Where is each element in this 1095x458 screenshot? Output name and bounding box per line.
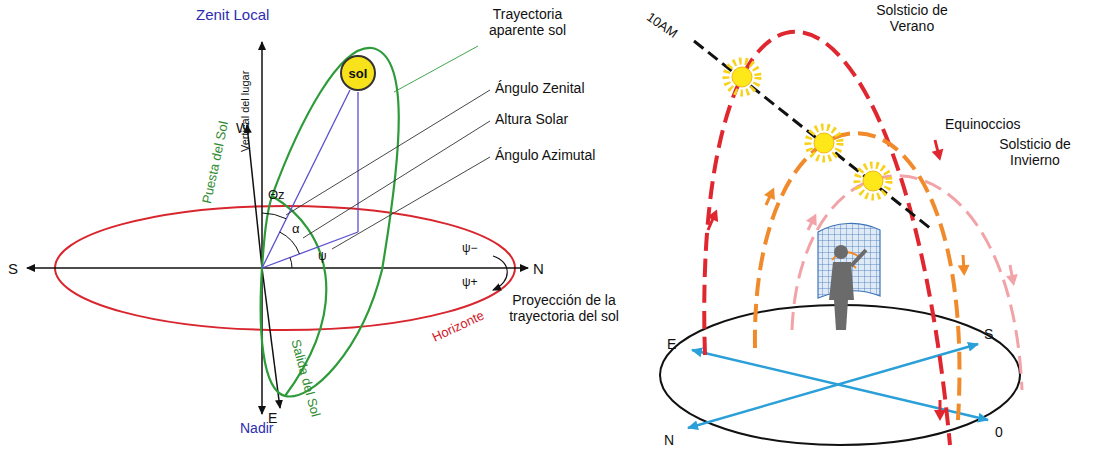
angle-sign: ψ+ bbox=[462, 276, 478, 290]
altitude-label: Altura Solar bbox=[495, 111, 568, 127]
leader-lines bbox=[286, 46, 490, 249]
season-label: Solsticio de Invierno bbox=[982, 136, 1088, 168]
zenith-angle-label: Ángulo Zenital bbox=[495, 80, 585, 96]
horizon-label: Horizonte bbox=[430, 308, 487, 345]
vertical-label: Vertical del lugar bbox=[239, 71, 252, 152]
south-label: S bbox=[8, 260, 18, 277]
angle-sign: ψ− bbox=[462, 242, 478, 256]
axes bbox=[27, 42, 528, 414]
sunset-label: Puesta del Sol bbox=[200, 120, 232, 205]
angle-symbol: α bbox=[292, 222, 300, 237]
projection-label: Proyección de la trayectoria del sol bbox=[498, 292, 630, 324]
arc-arrows bbox=[708, 140, 1013, 416]
zero-label: 0 bbox=[995, 424, 1003, 440]
east-label: E bbox=[667, 336, 676, 352]
time-label: 10AM bbox=[643, 10, 679, 42]
sun-circle: sol bbox=[340, 55, 376, 91]
angle-arcs bbox=[262, 213, 300, 268]
sun-label: sol bbox=[349, 66, 368, 81]
north-label: N bbox=[533, 260, 544, 277]
summer-arc bbox=[704, 32, 950, 445]
ten-am-line bbox=[694, 41, 930, 228]
west-label: W bbox=[236, 120, 249, 136]
nadir-label: Nadir bbox=[240, 420, 273, 436]
angle-symbol: Θz bbox=[268, 188, 285, 203]
equinox-arc bbox=[755, 133, 960, 420]
angle-symbol: ψ bbox=[318, 250, 327, 264]
azimuth-sign-arrow bbox=[493, 256, 507, 290]
season-label: Equinoccios bbox=[945, 116, 1021, 132]
observer-figure bbox=[818, 223, 880, 330]
zenith-label: Zenit Local bbox=[196, 6, 269, 23]
season-label: Solsticio de Verano bbox=[862, 2, 962, 34]
south-label: S bbox=[984, 326, 993, 342]
north-label: N bbox=[664, 432, 674, 448]
sun-vectors bbox=[262, 90, 358, 268]
trajectory-label: Trayectoria aparente sol bbox=[480, 6, 575, 38]
sunrise-label: Salida del Sol bbox=[288, 338, 323, 419]
azimuth-label: Ángulo Azimutal bbox=[495, 147, 595, 163]
sun-icons bbox=[726, 61, 889, 197]
